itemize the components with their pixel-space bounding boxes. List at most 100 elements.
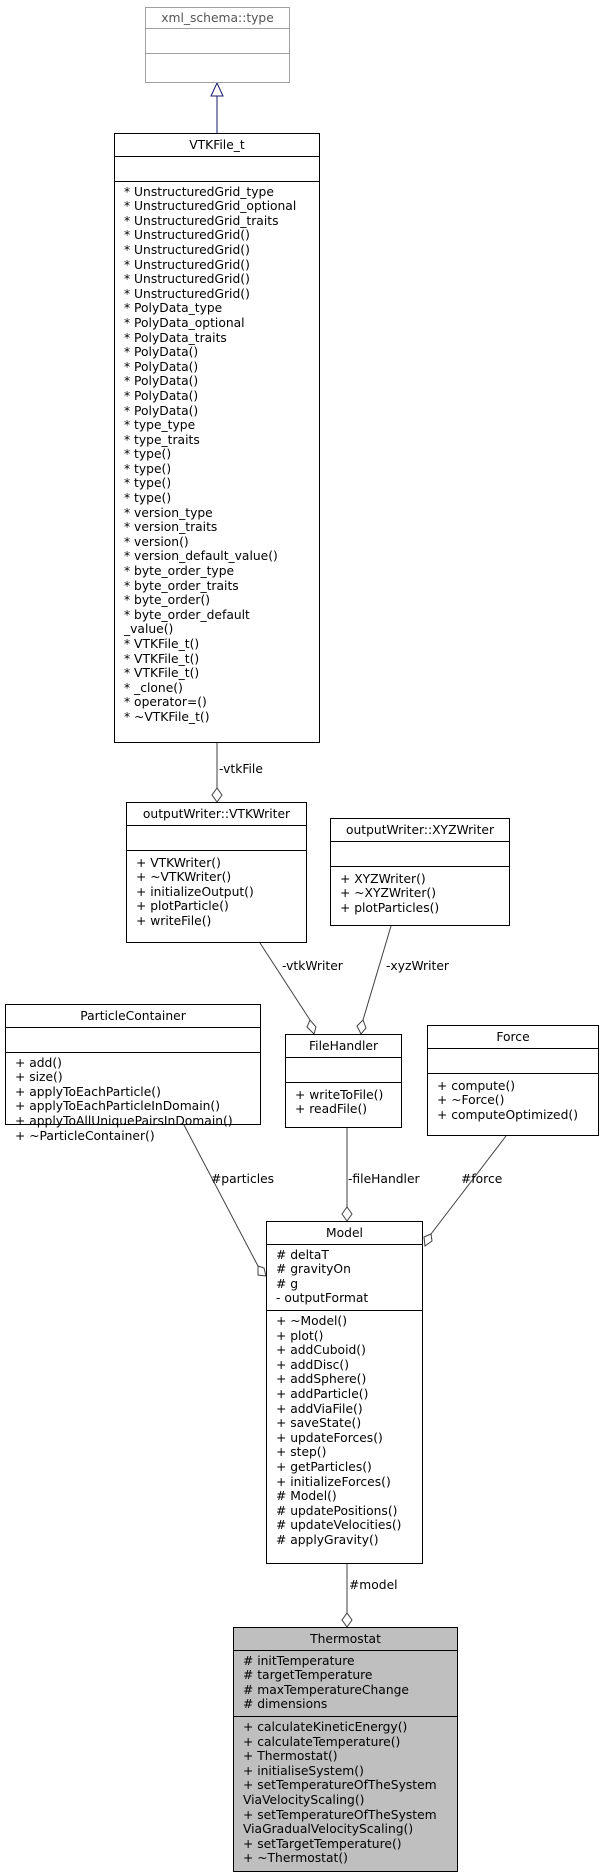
class-member: * byte_order_type [124,564,235,579]
class-name: outputWriter::XYZWriter [345,823,495,837]
class-particle-container: ParticleContainer + add()+ size()+ apply… [5,1004,261,1143]
inheritance-arrow [210,81,224,97]
class-member: # gravityOn [276,1262,351,1277]
attributes-section [331,840,509,866]
class-member: # dimensions [243,1697,328,1712]
class-member: + setTargetTemperature() [243,1836,402,1851]
class-member: * version_type [124,505,213,520]
edge-label-model: #model [349,1578,398,1592]
attributes-section [115,155,319,181]
attributes-section [127,824,306,850]
class-member: # maxTemperatureChange [243,1682,409,1697]
class-member: + addDisc() [276,1357,350,1372]
class-member: * PolyData() [124,345,199,360]
class-member: + addSphere() [276,1372,367,1387]
class-member: + initialiseSystem() [243,1763,364,1778]
edge-vtkwriter [259,942,311,1021]
class-member: + ~VTKWriter() [136,870,232,885]
methods-section: * UnstructuredGrid_type* UnstructuredGri… [115,180,319,725]
class-name: ParticleContainer [80,1009,186,1023]
methods-section: + compute()+ ~Force()+ computeOptimized(… [428,1072,598,1123]
edge-label-xyzwriter: -xyzWriter [386,959,449,973]
methods-section: + ~Model()+ plot()+ addCuboid()+ addDisc… [267,1309,422,1548]
edge-label-filehandler: -fileHandler [348,1172,420,1186]
class-member: * _clone() [124,680,183,695]
class-member: * UnstructuredGrid() [124,257,250,272]
aggregation-diamond-particles [257,1265,267,1277]
class-member: + initializeForces() [276,1474,391,1489]
class-member: * VTKFile_t() [124,637,200,651]
class-member: # updateVelocities() [276,1518,402,1533]
class-member: # applyGravity() [276,1532,379,1547]
class-xml-schema-type: xml_schema::type [145,7,290,83]
class-member: * UnstructuredGrid_type [124,184,274,199]
class-output-writer-xyzwriter: outputWriter::XYZWriter + XYZWriter()+ ~… [330,818,510,926]
attributes-section [428,1047,598,1073]
class-member: + setTemperatureOfTheSystem [243,1778,437,1793]
aggregation-diamond-xyzwriter [356,1019,367,1035]
class-member: + ~Thermostat() [243,1851,348,1866]
edge-label-particles: #particles [211,1172,275,1186]
class-member: + addParticle() [276,1386,369,1401]
aggregation-diamond-filehandler [341,1206,353,1222]
class-member: * byte_order_traits [124,578,239,593]
class-member: + calculateKineticEnergy() [243,1719,408,1734]
class-member: + calculateTemperature() [243,1734,401,1749]
class-member: + applyToEachParticleInDomain() [15,1099,221,1114]
class-thermostat: Thermostat # initTemperature# targetTemp… [233,1627,458,1872]
class-member: * PolyData() [124,374,199,389]
attributes-section: # initTemperature# targetTemperature# ma… [234,1649,457,1716]
class-member: * PolyData() [124,388,199,403]
attributes-section [6,1026,260,1052]
class-member: ViaGradualVelocityScaling() [243,1822,414,1837]
class-member: * byte_order_default [124,607,250,622]
class-member: # targetTemperature [243,1668,373,1683]
class-output-writer-vtkwriter: outputWriter::VTKWriter + VTKWriter()+ ~… [126,802,307,943]
edge-force [430,1135,507,1235]
class-member: * PolyData() [124,359,199,374]
class-member: # deltaT [276,1247,329,1262]
class-member: * type_traits [124,432,200,447]
edge-particles [183,1124,259,1267]
methods-section: + VTKWriter()+ ~VTKWriter()+ initializeO… [127,849,306,929]
class-member: + writeFile() [136,913,212,928]
class-member: + add() [15,1055,62,1070]
class-member: + getParticles() [276,1459,372,1474]
class-member: * byte_order() [124,593,211,608]
class-member: # initTemperature [243,1653,355,1668]
class-member: + applyToEachParticle() [15,1084,161,1099]
class-member: + plotParticles() [340,900,440,915]
class-member: * type() [124,461,172,476]
class-member: * PolyData_type [124,301,223,316]
class-member: * UnstructuredGrid_traits [124,213,279,228]
class-member: * type() [124,491,172,506]
aggregation-diamond-vtkfile [211,787,223,803]
class-member: + updateForces() [276,1430,383,1445]
class-member: * PolyData_traits [124,330,227,345]
class-member: + ~Force() [437,1093,505,1108]
class-member: * version_traits [124,520,218,535]
class-member: * UnstructuredGrid() [124,228,250,243]
class-member: * UnstructuredGrid() [124,242,250,257]
class-member: * PolyData() [124,403,199,418]
class-member: # Model() [276,1489,337,1504]
attributes-section: # deltaT# gravityOn# g- outputFormat [267,1243,422,1310]
class-member: * VTKFile_t() [124,651,200,666]
class-member: * UnstructuredGrid_optional [124,199,297,214]
class-member: * type() [124,476,172,491]
class-member: + XYZWriter() [340,871,426,886]
class-member: + Thermostat() [243,1749,338,1764]
class-member: + ~Model() [276,1313,348,1328]
class-member: * UnstructuredGrid() [124,272,250,287]
class-member: + addViaFile() [276,1401,363,1416]
class-model: Model # deltaT# gravityOn# g- outputForm… [266,1221,423,1564]
class-member: * operator=() [124,695,207,710]
class-member: + ~XYZWriter() [340,886,436,901]
edge-label-force: #force [461,1172,503,1186]
class-member: _value() [124,622,174,637]
class-vtkfile-t: VTKFile_t * UnstructuredGrid_type* Unstr… [114,133,320,743]
class-member: + size() [15,1070,63,1085]
class-member: + setTemperatureOfTheSystem [243,1807,437,1822]
